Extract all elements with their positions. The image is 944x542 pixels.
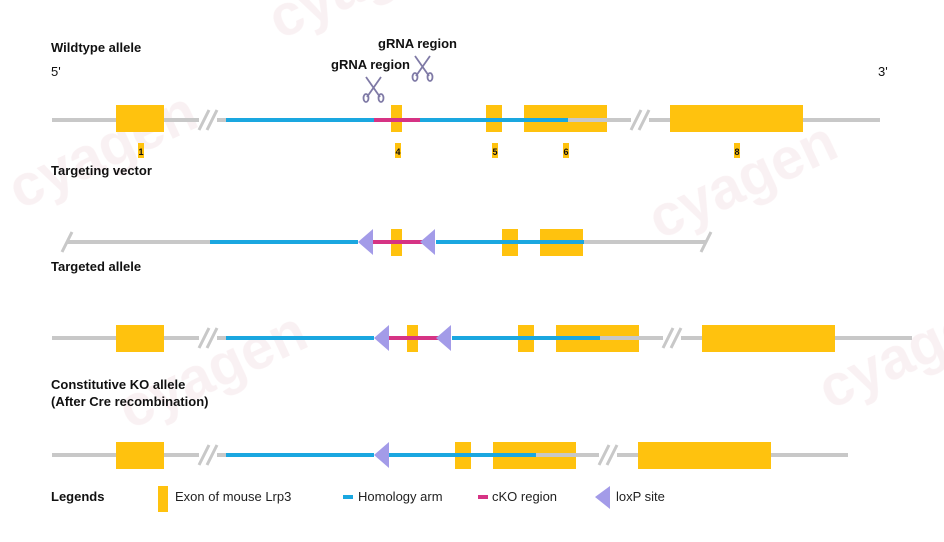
exon-number-label: 1 [138, 147, 143, 157]
exon-tag [734, 143, 740, 158]
exon-1 [116, 105, 164, 132]
loxp-site [436, 325, 451, 351]
exon-number-label: 4 [395, 147, 400, 157]
targeting-vector-title: Targeting vector [51, 163, 152, 178]
wildtype-allele-track: 1 4 5 6 8 [52, 55, 880, 158]
watermark-text: cyagen [108, 298, 317, 441]
exon-box-icon [158, 486, 168, 512]
break-mark [669, 327, 683, 349]
loxp-site [374, 325, 389, 351]
exon-tag [395, 143, 401, 158]
exon-8 [638, 442, 771, 469]
break-mark [637, 109, 651, 131]
break-mark [197, 109, 211, 131]
legend-item-cko: cKO region [492, 489, 558, 504]
scissors-icon [411, 55, 434, 82]
grna-region-label: gRNA region [378, 36, 457, 51]
break-mark [205, 327, 219, 349]
break-mark [205, 444, 219, 466]
exon-number-label: 6 [563, 147, 568, 157]
exon-number-label: 5 [492, 147, 497, 157]
legend-item-exon: Exon of mouse Lrp3 [175, 489, 292, 504]
scissors-icon [362, 76, 385, 103]
grna-region-label: gRNA region [331, 57, 410, 72]
legend-title: Legends [51, 489, 105, 504]
targeted-allele-title: Targeted allele [51, 259, 142, 274]
exon-tag [492, 143, 498, 158]
loxp-triangle-icon [595, 486, 610, 509]
exon-1 [116, 442, 164, 469]
break-mark [197, 327, 211, 349]
exon-1 [116, 325, 164, 352]
cko-line-icon [478, 495, 488, 499]
exon-8 [702, 325, 835, 352]
watermark-text: cyagen [0, 78, 207, 221]
legend-item-loxp: loxP site [616, 489, 665, 504]
break-mark [597, 444, 611, 466]
targeting-vector-track [60, 229, 713, 256]
legend-icons [158, 486, 610, 512]
break-mark [629, 109, 643, 131]
five-prime-label: 5' [51, 64, 61, 79]
watermark: cyagen cyagen cyagen cyagen cyagen [0, 0, 944, 442]
wildtype-allele-title: Wildtype allele [51, 40, 142, 55]
loxp-site [374, 442, 389, 468]
break-mark [661, 327, 675, 349]
break-mark [699, 231, 713, 253]
break-mark [205, 109, 219, 131]
exon-number-label: 8 [734, 147, 739, 157]
legend-item-homology: Homology arm [358, 489, 443, 504]
break-mark [197, 444, 211, 466]
targeted-allele-track [52, 325, 912, 352]
exon-tag [563, 143, 569, 158]
loxp-site [358, 229, 373, 255]
ko-allele-track [52, 442, 848, 469]
homology-line-icon [343, 495, 353, 499]
ko-allele-title: Constitutive KO allele [51, 377, 186, 392]
break-mark [605, 444, 619, 466]
loxp-site [420, 229, 435, 255]
exon-8 [670, 105, 803, 132]
ko-allele-subtitle: (After Cre recombination) [51, 394, 209, 409]
three-prime-label: 3' [878, 64, 888, 79]
exon-tag [138, 143, 144, 158]
